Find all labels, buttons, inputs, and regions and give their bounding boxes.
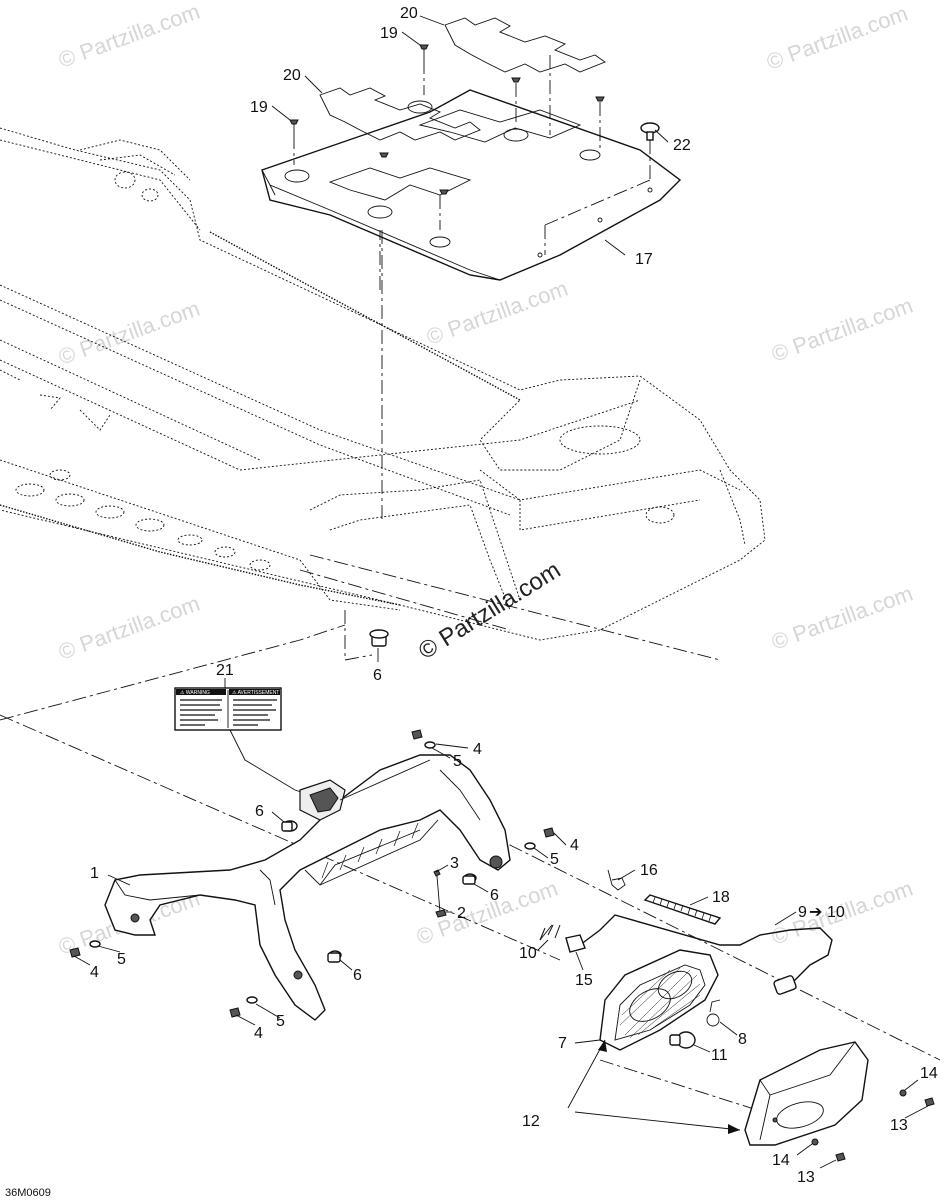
callout-12-arrows bbox=[567, 1039, 741, 1134]
callout-4: 4 bbox=[254, 1025, 263, 1042]
callout-20: 20 bbox=[400, 5, 418, 22]
callout-4: 4 bbox=[473, 741, 482, 758]
leader-lines bbox=[73, 15, 929, 1169]
callout-4: 4 bbox=[90, 964, 99, 981]
diagram-code: 36M0609 bbox=[5, 1187, 51, 1199]
watermark-main: © Partzilla.com bbox=[414, 556, 565, 665]
callout-5: 5 bbox=[453, 753, 462, 770]
callout-6: 6 bbox=[490, 887, 499, 904]
callout-19: 19 bbox=[380, 25, 398, 42]
callout-6: 6 bbox=[255, 803, 264, 820]
watermark: © Partzilla.com bbox=[423, 276, 571, 350]
watermark: © Partzilla.com bbox=[55, 0, 203, 73]
callout-2: 2 bbox=[457, 905, 466, 922]
callout-labels: 20 19 20 19 22 17 6 21 4 5 6 1 3 2 6 4 5… bbox=[90, 5, 938, 1186]
callout-1: 1 bbox=[90, 865, 99, 882]
lens-hardware bbox=[811, 1089, 935, 1162]
callout-13: 13 bbox=[890, 1117, 908, 1134]
callout-18: 18 bbox=[712, 889, 730, 906]
tail-light-lens-12 bbox=[744, 1041, 869, 1146]
callout-10: 10 bbox=[827, 904, 845, 921]
decal-heading-left: ⚠ WARNING bbox=[180, 690, 210, 696]
callout-11: 11 bbox=[711, 1047, 728, 1064]
frame-holes bbox=[15, 171, 675, 571]
callout-5: 5 bbox=[550, 851, 559, 868]
callout-5: 5 bbox=[276, 1013, 285, 1030]
callout-10: 10 bbox=[519, 945, 537, 962]
callout-8: 8 bbox=[738, 1031, 747, 1048]
tail-light-housing-7 bbox=[599, 949, 721, 1051]
watermark: © Partzilla.com bbox=[763, 1, 911, 75]
callout-9: 9 bbox=[798, 904, 807, 921]
gasket-strips bbox=[319, 17, 606, 141]
screws-19 bbox=[289, 44, 605, 195]
watermark: © Partzilla.com bbox=[413, 876, 561, 950]
callout-22: 22 bbox=[673, 137, 691, 154]
tail-light-harness bbox=[539, 869, 833, 995]
callout-15: 15 bbox=[575, 972, 593, 989]
bulb-11 bbox=[669, 1031, 696, 1049]
watermark: © Partzilla.com bbox=[768, 581, 916, 655]
callout-16: 16 bbox=[640, 862, 658, 879]
watermark: © Partzilla.com bbox=[768, 293, 916, 367]
callout-6: 6 bbox=[353, 967, 362, 984]
callout-7: 7 bbox=[558, 1035, 567, 1052]
callout-21: 21 bbox=[216, 662, 234, 679]
tunnel-frame bbox=[0, 127, 766, 641]
cover-plate bbox=[261, 89, 682, 281]
callout-arrow: ➔ bbox=[809, 904, 822, 921]
rear-bumper-1 bbox=[104, 754, 511, 1021]
warning-decal-21: ⚠ WARNING ⚠ AVERTISSEMENT bbox=[174, 687, 282, 731]
callout-20: 20 bbox=[283, 67, 301, 84]
watermark: © Partzilla.com bbox=[55, 591, 203, 665]
bushing-6-upper bbox=[369, 629, 389, 647]
decal-heading-right: ⚠ AVERTISSEMENT bbox=[232, 690, 279, 696]
callout-5: 5 bbox=[117, 951, 126, 968]
callout-14: 14 bbox=[920, 1065, 938, 1082]
callout-3: 3 bbox=[450, 855, 459, 872]
callout-19: 19 bbox=[250, 99, 268, 116]
bumper-hardware bbox=[69, 729, 555, 1018]
callout-4: 4 bbox=[570, 837, 579, 854]
callout-14: 14 bbox=[772, 1152, 790, 1169]
callout-6: 6 bbox=[373, 667, 382, 684]
callout-17: 17 bbox=[635, 251, 653, 268]
callout-12: 12 bbox=[522, 1113, 540, 1130]
callout-13: 13 bbox=[797, 1169, 815, 1186]
